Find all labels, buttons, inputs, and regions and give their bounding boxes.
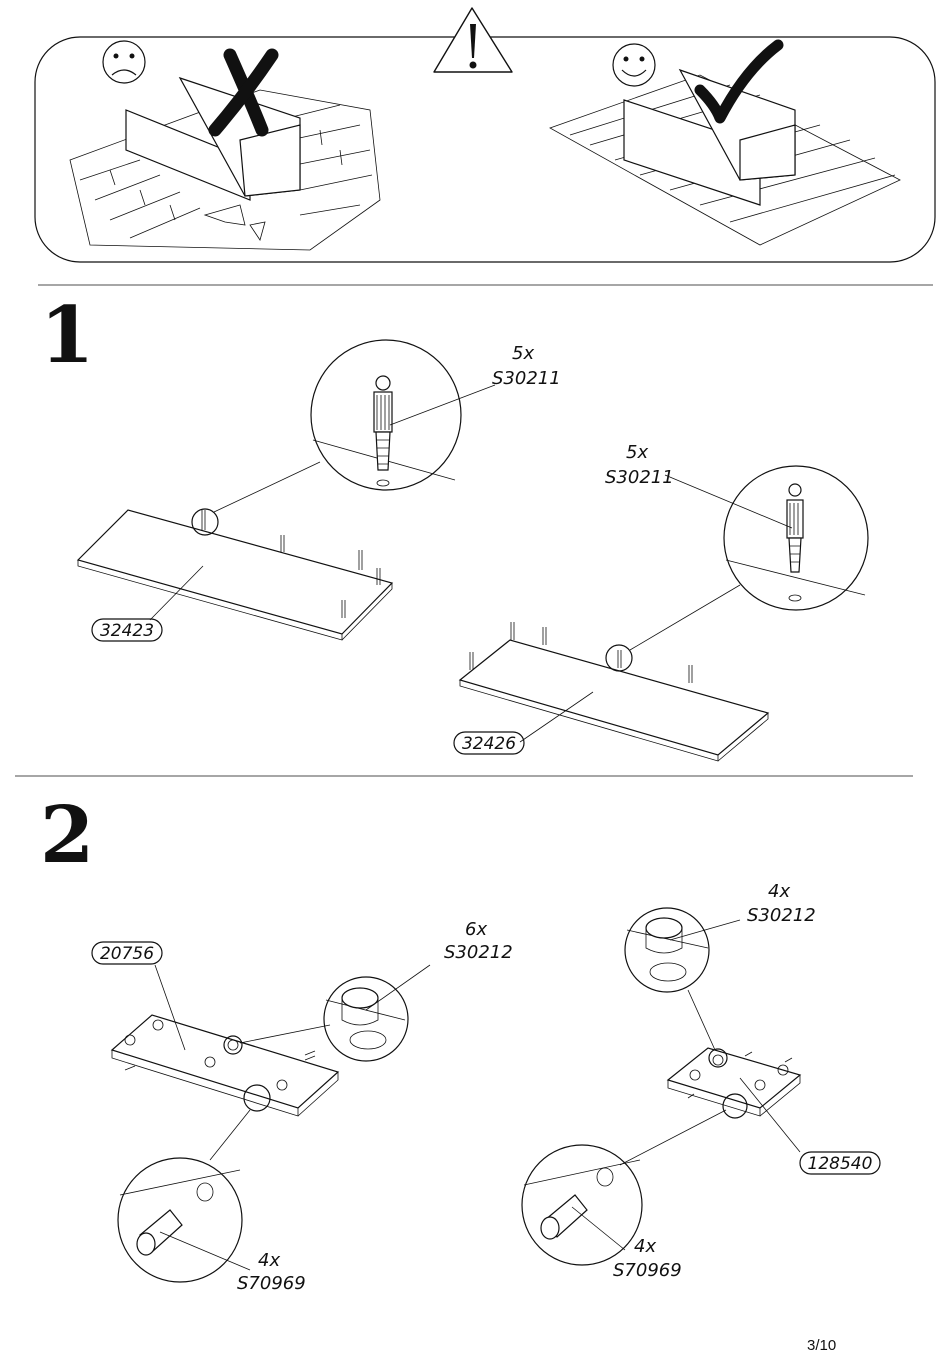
zoom-circle-right — [664, 465, 869, 611]
callout-right-qty: 5x — [626, 442, 648, 463]
board-32423-illustration — [76, 461, 394, 641]
board-20756-illustration — [110, 964, 340, 1161]
zoom-circle-cam-right — [624, 907, 741, 993]
callout-cam-left-qty: 6x — [465, 919, 487, 940]
check-mark-icon — [694, 39, 784, 124]
hard-floor-illustration — [69, 48, 381, 251]
warning-panel — [34, 7, 936, 263]
board-32426-illustration — [458, 584, 770, 762]
svg-text:32426: 32426 — [462, 734, 516, 754]
zoom-circle-left — [310, 339, 496, 491]
step-number: 2 — [40, 790, 94, 881]
part-label-128540: 128540 — [799, 1151, 881, 1175]
exclamation-triangle-icon — [433, 7, 513, 73]
callout-dowel-right-qty: 4x — [634, 1236, 656, 1257]
callout-dowel-right-part: S70969 — [613, 1260, 682, 1281]
part-label-32423: 32423 — [91, 618, 163, 642]
happy-face-icon — [612, 43, 656, 87]
zoom-circle-cam-left — [323, 964, 431, 1062]
carpet-floor-illustration — [549, 39, 901, 246]
part-label-32426: 32426 — [453, 731, 525, 755]
callout-cam-left-part: S30212 — [444, 942, 513, 963]
zoom-circle-dowel-right — [521, 1144, 643, 1266]
board-128540-illustration — [619, 989, 802, 1166]
callout-right-part: S30211 — [605, 467, 674, 488]
callout-cam-right-part: S30212 — [747, 905, 816, 926]
callout-dowel-left-qty: 4x — [258, 1250, 280, 1271]
sad-face-icon — [102, 40, 146, 84]
svg-text:20756: 20756 — [100, 944, 154, 964]
part-label-20756: 20756 — [91, 941, 163, 965]
callout-left-part: S30211 — [492, 368, 561, 389]
step-number: 1 — [40, 290, 94, 381]
zoom-circle-dowel-left — [117, 1157, 251, 1283]
step-1: 1 — [40, 290, 869, 762]
svg-text:32423: 32423 — [100, 621, 154, 641]
cross-mark-icon — [208, 48, 279, 137]
step-2: 2 20756 — [40, 790, 881, 1294]
page-number: 3/10 — [807, 1337, 836, 1354]
callout-dowel-left-part: S70969 — [237, 1273, 306, 1294]
callout-cam-right-qty: 4x — [768, 881, 790, 902]
svg-text:128540: 128540 — [808, 1154, 873, 1174]
callout-left-qty: 5x — [512, 343, 534, 364]
